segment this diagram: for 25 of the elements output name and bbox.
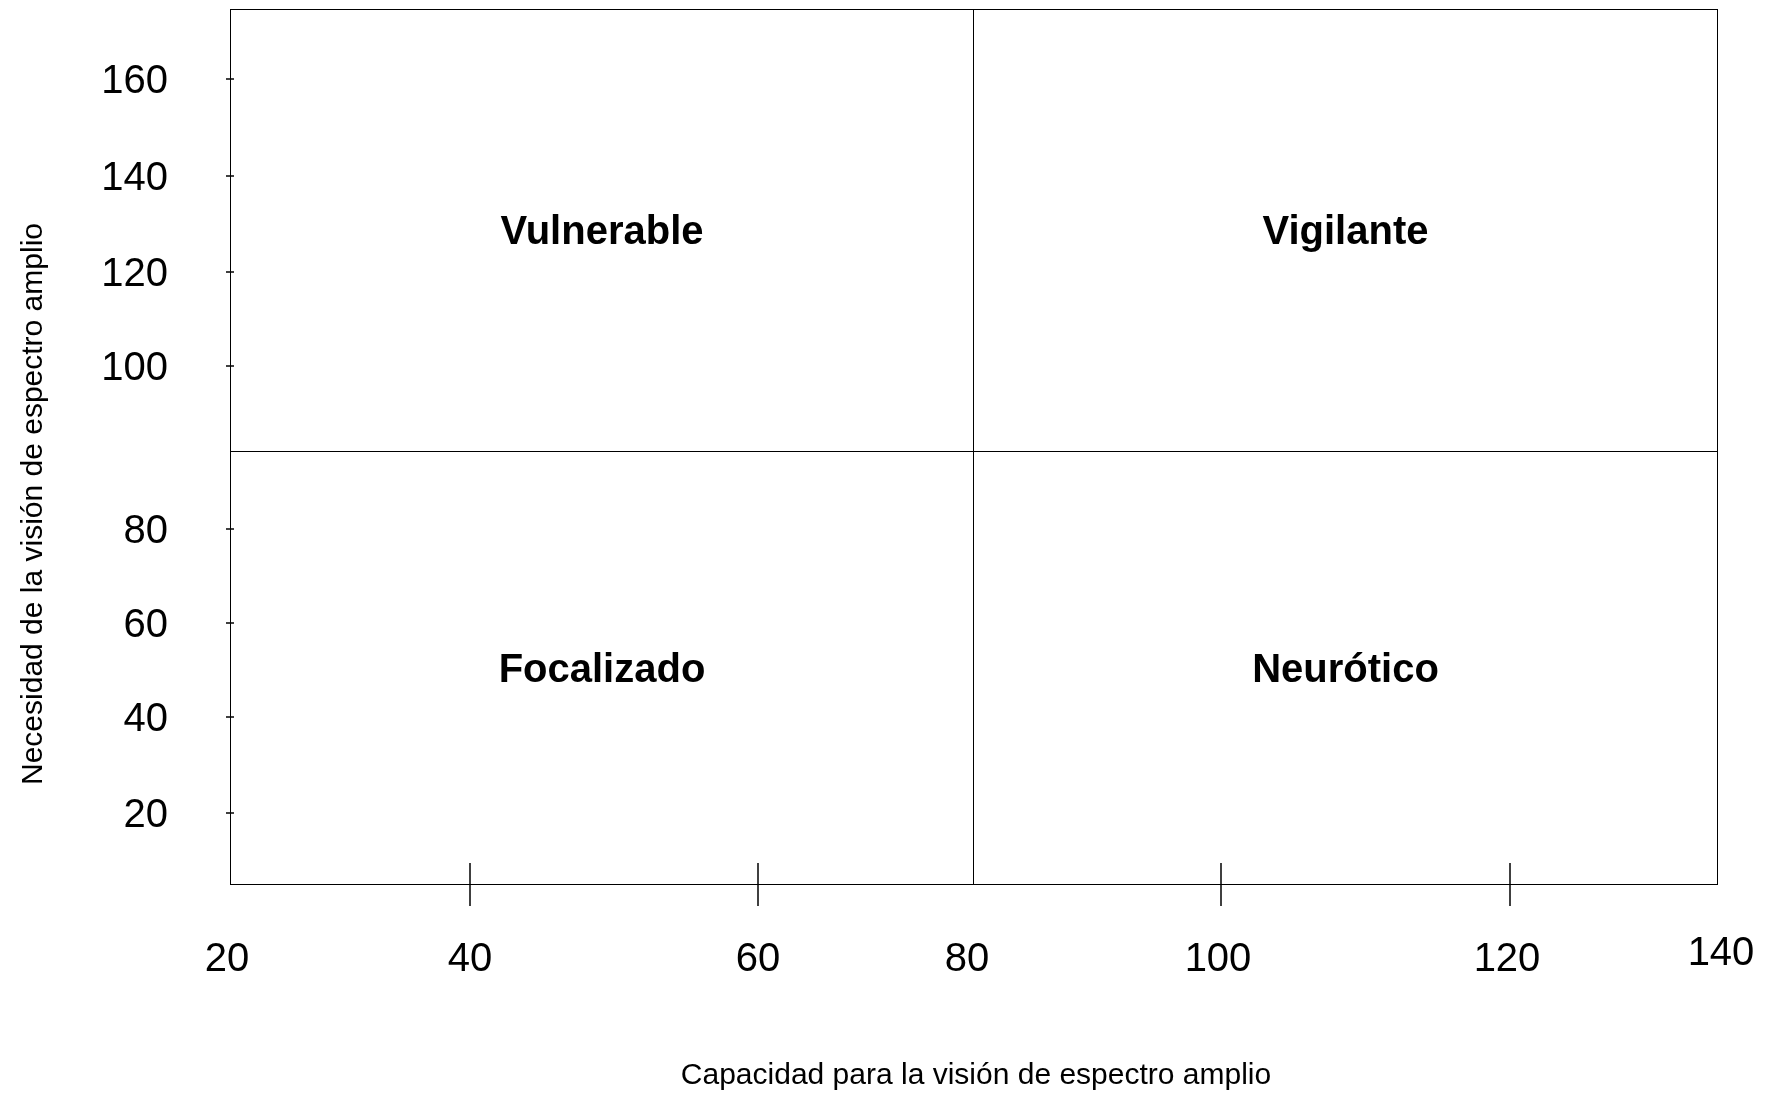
- axis-title: Necesidad de la visión de espectro amplio: [17, 223, 47, 785]
- axis-tick-label: 40: [123, 697, 168, 737]
- axis-tick-label: 100: [1184, 937, 1252, 977]
- axis-tick-label: 120: [1473, 937, 1541, 977]
- quadrant-box: [973, 451, 1718, 885]
- axis-tick-label: 160: [101, 59, 168, 99]
- axis-tick-label: 80: [123, 509, 168, 549]
- axis-tick-label: 20: [123, 793, 168, 833]
- axis-tick-label: 60: [735, 937, 781, 977]
- quadrant-label: Vulnerable: [500, 208, 704, 253]
- axis-tick-label: 140: [1687, 931, 1755, 971]
- quadrant-box: [230, 451, 974, 885]
- axis-tick-label: 100: [101, 346, 168, 386]
- axis-tick-label: 40: [447, 937, 493, 977]
- axis-tick-label: 20: [204, 937, 250, 977]
- quadrant-box: [230, 9, 974, 452]
- axis-title: Capacidad para la visión de espectro amplio: [680, 1059, 1272, 1089]
- axis-tick-label: 80: [944, 937, 990, 977]
- quadrant-label: Vigilante: [1262, 208, 1429, 253]
- quadrant-label: Focalizado: [498, 645, 706, 691]
- axis-tick-label: 120: [101, 252, 168, 292]
- axis-tick-label: 140: [101, 156, 168, 196]
- axis-tick-label: 60: [123, 603, 168, 643]
- quadrant-box: [973, 9, 1718, 452]
- quadrant-label: Neurótico: [1252, 645, 1439, 691]
